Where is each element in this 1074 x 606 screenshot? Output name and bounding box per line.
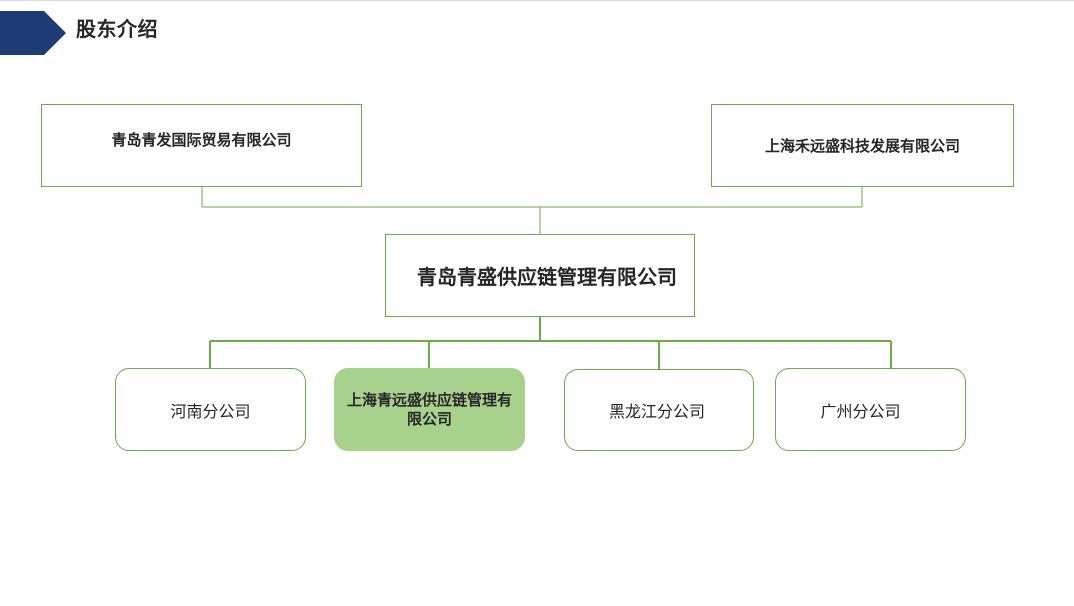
branch-box-guangzhou: 广州分公司 [775, 368, 966, 451]
shareholder-name: 上海禾远盛科技发展有限公司 [764, 137, 960, 155]
branch-box-henan: 河南分公司 [115, 368, 306, 451]
company-name: 青岛青盛供应链管理有限公司 [417, 265, 677, 289]
company-box: 青岛青盛供应链管理有限公司 [385, 234, 695, 317]
top-divider [0, 0, 1074, 1]
branch-name: 上海青远盛供应链管理有限公司 [346, 390, 512, 428]
branch-name: 河南分公司 [170, 401, 251, 421]
branch-box-heilongjiang: 黑龙江分公司 [564, 369, 754, 451]
page-title: 股东介绍 [76, 17, 158, 41]
shareholder-box-qingfa: 青岛青发国际贸易有限公司 [41, 104, 362, 187]
branch-name: 黑龙江分公司 [608, 402, 705, 421]
branch-name: 广州分公司 [820, 401, 901, 421]
shareholder-box-heyuansheng: 上海禾远盛科技发展有限公司 [711, 104, 1014, 187]
branch-box-shanghai: 上海青远盛供应链管理有限公司 [334, 368, 525, 451]
shareholder-name: 青岛青发国际贸易有限公司 [111, 131, 292, 149]
